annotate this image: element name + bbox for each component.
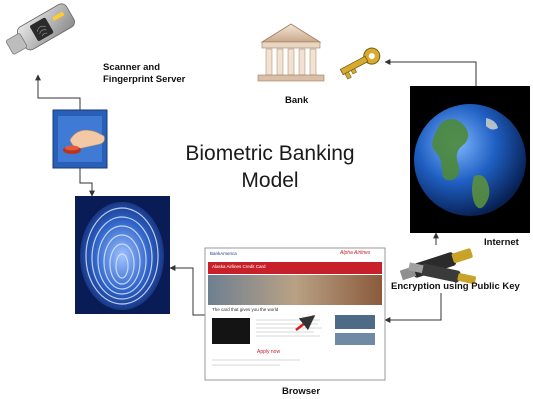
scanner-label-line-1: Scanner and [103,62,161,73]
key-icon [339,47,381,80]
scanner-label-line-2: Fingerprint Server [103,74,186,85]
browser-window-icon [204,247,386,381]
diagram-title: Biometric Banking Model [150,140,390,194]
globe-icon [410,86,530,233]
diagram-title-line-1: Biometric Banking [185,142,355,165]
browser-label: Browser [282,386,321,397]
usb-scanner-icon [5,3,75,55]
browser-brand-left: BankAmerica [210,251,237,256]
bank-building-icon [257,23,325,82]
finger-touch-icon [52,109,108,169]
arrow-scanner-finger [35,74,81,110]
browser-heading: The card that gives you the world [212,307,279,312]
browser-brand-right: Alpha Airlines [340,250,371,256]
arrow-finger-fingerprint [79,168,95,197]
bank-label: Bank [285,95,309,106]
browser-banner-text: Alaska Airlines Credit Card [212,264,266,269]
scanner-label: Scanner and Fingerprint Server [103,62,185,86]
internet-label: Internet [484,237,519,248]
fingerprint-icon [75,196,170,314]
arrow-fingerprint-browser [169,265,206,316]
keys-icon [399,248,476,285]
arrow-keys-browser [384,293,442,323]
browser-apply-link: Apply now [257,349,281,355]
encryption-label: Encryption using Public Key [391,281,520,292]
arrow-key-globe [384,59,477,86]
diagram-title-line-2: Model [241,169,299,192]
connectors [35,59,477,323]
